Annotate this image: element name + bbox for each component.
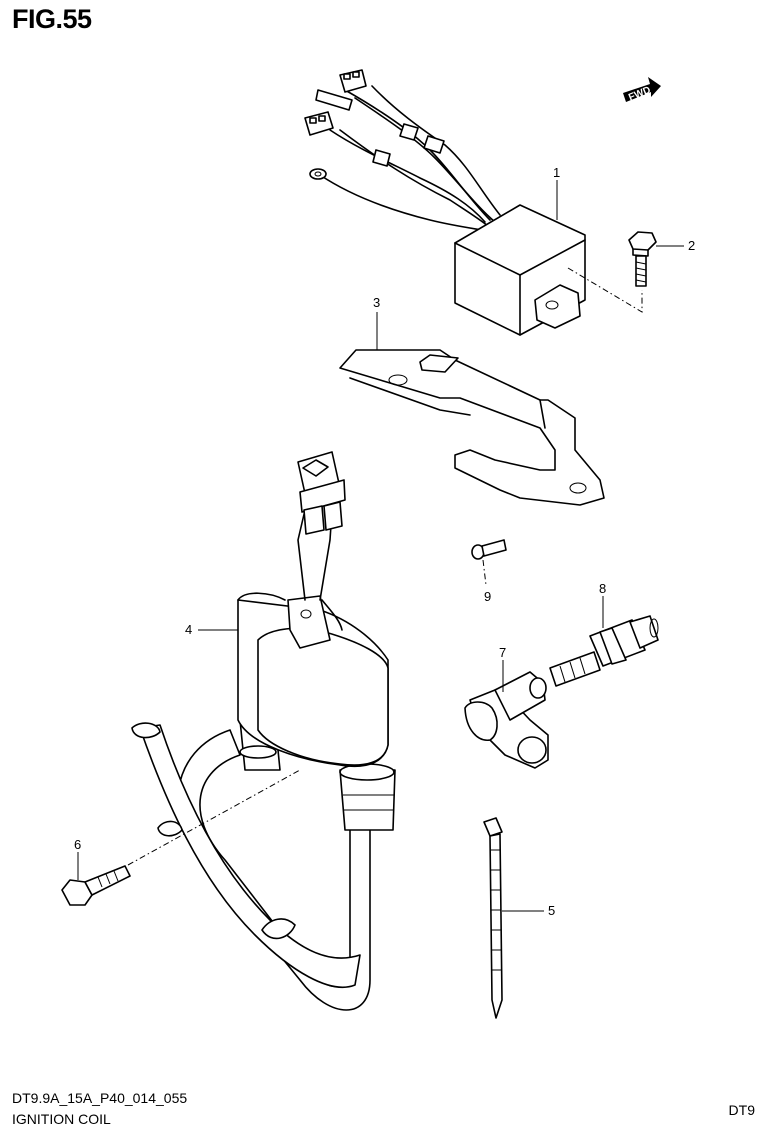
callout-3: 3 [373, 295, 380, 310]
model-code: DT9 [728, 1102, 755, 1118]
callout-5: 5 [548, 903, 555, 918]
callout-6: 6 [74, 837, 81, 852]
callout-2: 2 [688, 238, 695, 253]
part-9-screw [471, 539, 507, 586]
part-7-plug-cap [464, 671, 549, 769]
callouts: 1 2 3 4 5 6 7 8 9 [74, 165, 695, 918]
part-4-ignition-coil [131, 451, 396, 1011]
part-8-spark-plug [549, 615, 659, 687]
callout-4: 4 [185, 622, 192, 637]
part-3-bracket [339, 349, 605, 506]
callout-9: 9 [484, 589, 491, 604]
callout-1: 1 [553, 165, 560, 180]
fastener-line-6 [127, 769, 301, 866]
fwd-label: FWD [627, 85, 652, 104]
figure-title: FIG.55 [12, 4, 92, 34]
diagram-code: DT9.9A_15A_P40_014_055 [12, 1090, 188, 1106]
part-1-cdi-unit [304, 69, 586, 336]
fwd-arrow-icon: FWD [623, 77, 661, 103]
fastener-line [567, 267, 643, 313]
part-6-bolt [61, 865, 131, 906]
diagram-caption: IGNITION COIL [12, 1111, 111, 1127]
callout-8: 8 [599, 581, 606, 596]
callout-7: 7 [499, 645, 506, 660]
part-5-cable-tie [483, 817, 503, 1019]
part-2-bolt [628, 231, 657, 287]
